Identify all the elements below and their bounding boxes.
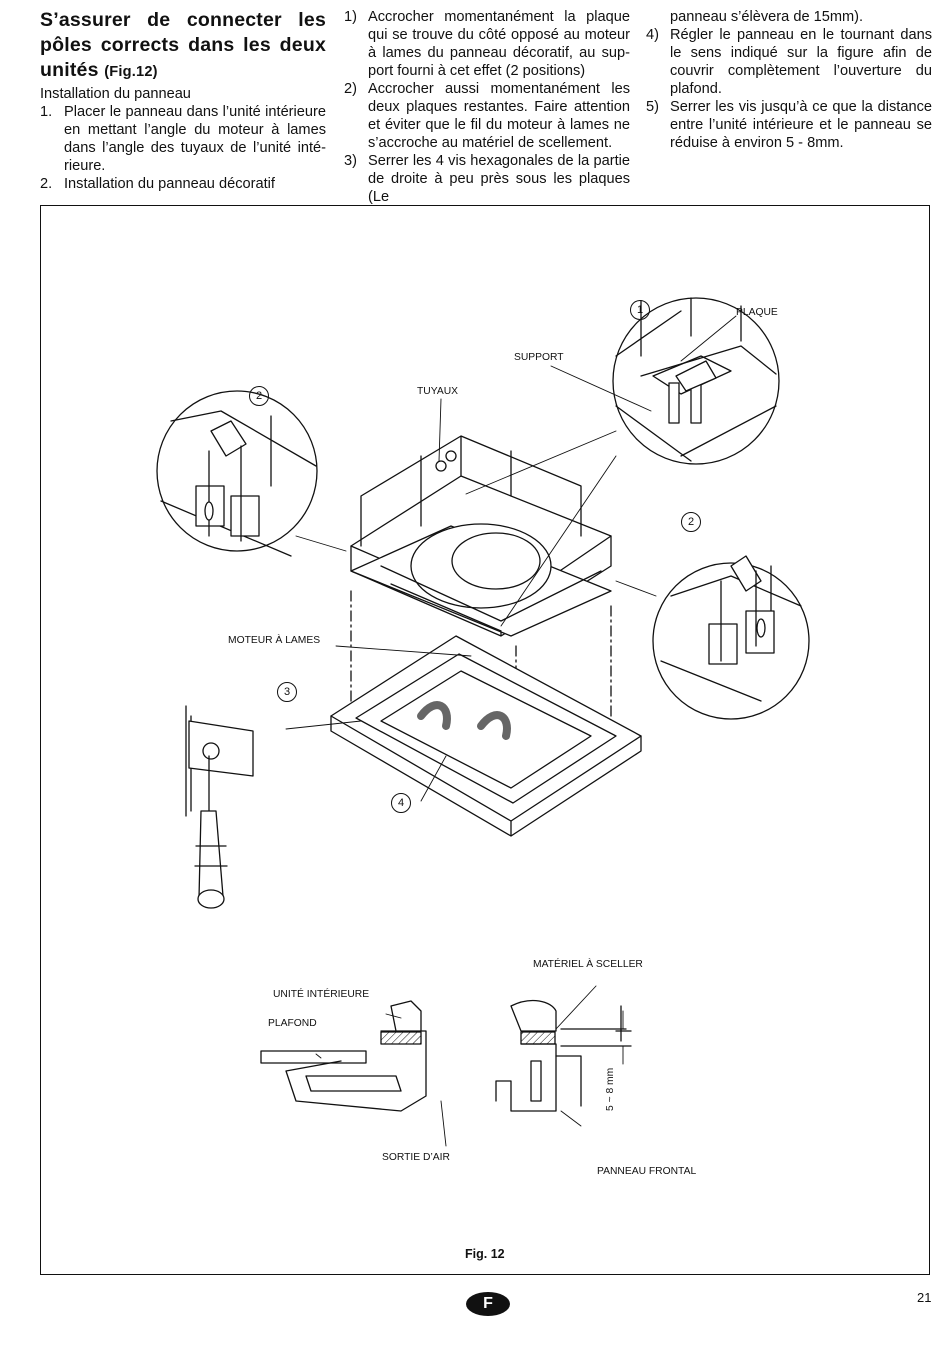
- column-2: 1) Accrocher momentanément la plaque qui…: [344, 8, 630, 206]
- item-text: Installation du panneau décoratif: [64, 176, 275, 192]
- page-number: 21: [917, 1290, 932, 1305]
- label-unite-interieure: UNITÉ INTÉRIEURE: [273, 989, 370, 1000]
- heading-text: S’assurer de connecter les pôles correct…: [40, 9, 326, 81]
- label-plaque: PLAQUE: [736, 307, 778, 318]
- list-item: 5) Serrer les vis jusqu’à ce que la dist…: [646, 98, 932, 152]
- callout-2-right: 2: [681, 512, 701, 532]
- detail-circle-1: [612, 297, 780, 465]
- column-3: panneau s’élèvera de 15mm). 4) Régler le…: [646, 8, 932, 152]
- label-plafond: PLAFOND: [268, 1018, 317, 1029]
- item-number: 2): [344, 81, 357, 97]
- indoor-unit-drawing: [350, 435, 612, 637]
- label-panneau-frontal: PANNEAU FRONTAL: [597, 1166, 697, 1177]
- heading-fig-ref: (Fig.12): [104, 64, 158, 80]
- screwdriver-drawing: [185, 705, 254, 909]
- item-text: Serrer les vis jusqu’à ce que la distanc…: [670, 99, 932, 151]
- item-number: 3): [344, 153, 357, 169]
- label-materiel-a-sceller: MATÉRIEL À SCELLER: [533, 959, 643, 970]
- callout-3: 3: [277, 682, 297, 702]
- decorative-panel-drawing: [330, 635, 642, 837]
- item-number: 5): [646, 99, 659, 115]
- installation-diagram: [156, 297, 810, 1147]
- list-item: 2) Accrocher aussi momentanément les deu…: [344, 80, 630, 152]
- section-heading: S’assurer de connecter les pôles correct…: [40, 8, 326, 85]
- item-number: 2.: [40, 176, 53, 192]
- callout-4: 4: [391, 793, 411, 813]
- section-detail-right: [315, 985, 632, 1147]
- item-number-spacer: [646, 8, 670, 26]
- list-item: 2. Installation du panneau décoratif: [40, 175, 326, 193]
- subtitle: Installation du panneau: [40, 86, 191, 102]
- figure-frame: PLAQUE SUPPORT TUYAUX MOTEUR À LAMES MAT…: [40, 205, 930, 1275]
- callout-1: 1: [630, 300, 650, 320]
- column-1: S’assurer de connecter les pôles correct…: [40, 8, 326, 193]
- list-item-continuation: panneau s’élèvera de 15mm).: [646, 8, 932, 26]
- item-text: Placer le panneau dans l’unité intérieur…: [64, 104, 326, 174]
- list-item: 1) Accrocher momentanément la plaque qui…: [344, 8, 630, 80]
- label-support: SUPPORT: [514, 352, 564, 363]
- callout-2-left: 2: [249, 386, 269, 406]
- item-text: Serrer les 4 vis hexagonales de la parti…: [368, 153, 630, 205]
- item-number: 1): [344, 9, 357, 25]
- section-detail-left: [260, 1000, 427, 1112]
- label-moteur-a-lames: MOTEUR À LAMES: [228, 635, 321, 646]
- item-number: 1.: [40, 104, 53, 120]
- detail-circle-2-right: [652, 555, 810, 720]
- item-text: panneau s’élèvera de 15mm).: [670, 9, 864, 25]
- item-number: 4): [646, 27, 659, 43]
- figure-caption: Fig. 12: [465, 1247, 505, 1261]
- list-item: 1. Placer le panneau dans l’unité intéri…: [40, 103, 326, 175]
- item-text: Régler le panneau en le tournant dans le…: [670, 27, 932, 97]
- label-sortie-d-air: SORTIE D’AIR: [382, 1152, 450, 1163]
- detail-circle-2-left: [156, 390, 318, 557]
- label-tuyaux: TUYAUX: [417, 386, 459, 397]
- item-text: Accrocher momentanément la plaque qui se…: [368, 9, 630, 79]
- item-text: Accrocher aussi momentanément les deux p…: [368, 81, 630, 151]
- language-badge: F: [466, 1292, 510, 1316]
- leader-lines: [285, 315, 737, 802]
- label-dimension-mm: 5 ~ 8 mm: [605, 1067, 616, 1111]
- list-item: 3) Serrer les 4 vis hexagonales de la pa…: [344, 152, 630, 206]
- list-item: 4) Régler le panneau en le tournant dans…: [646, 26, 932, 98]
